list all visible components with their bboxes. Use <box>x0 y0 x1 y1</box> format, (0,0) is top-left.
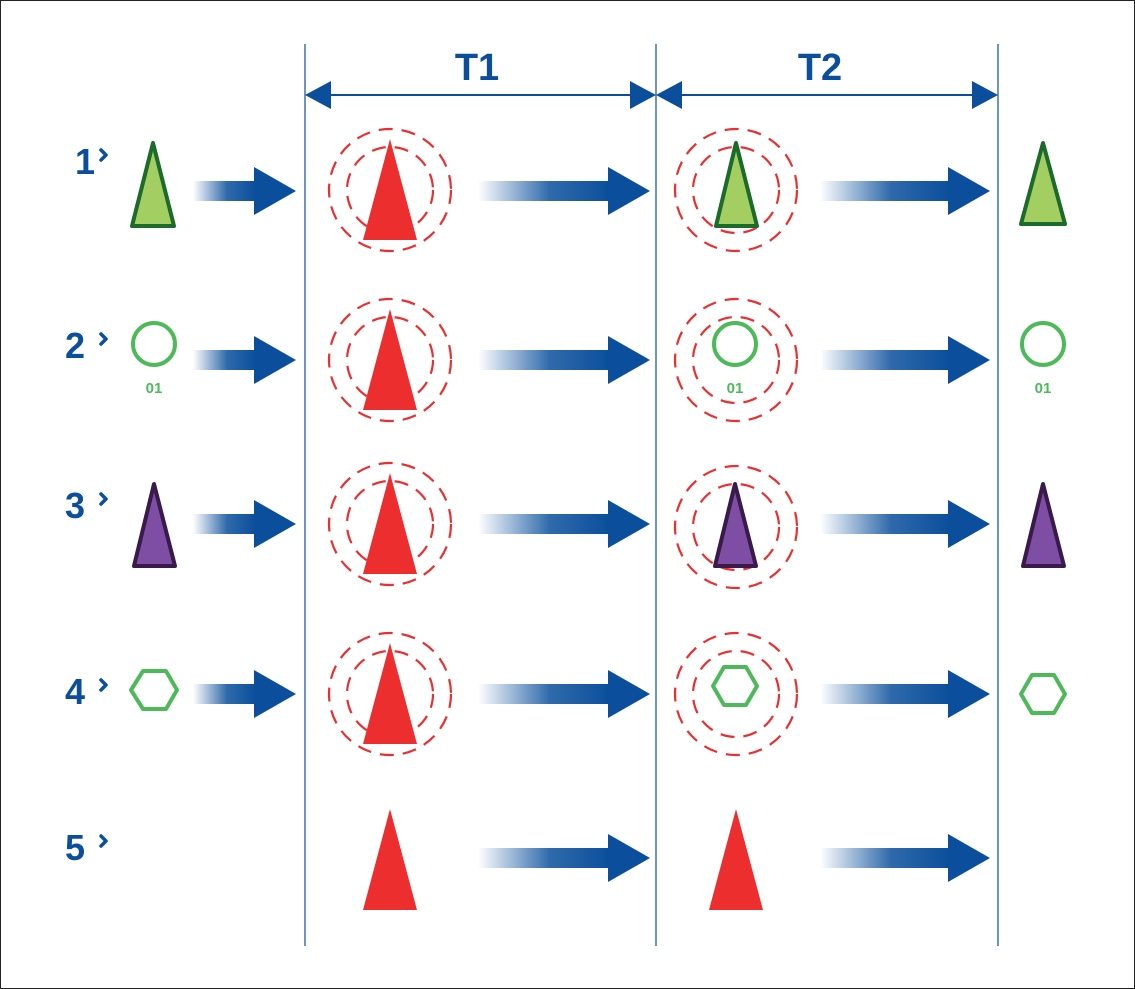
guard-zone-alarm-icon <box>673 631 799 757</box>
chevron-right-icon <box>99 492 108 506</box>
red-vessel-icon <box>363 309 417 410</box>
t2-right-arrowhead <box>972 81 998 109</box>
flow-arrow-icon <box>478 670 650 718</box>
flow-arrow-icon <box>820 167 990 215</box>
row-1 <box>130 127 1067 253</box>
red-vessel-icon <box>363 809 417 910</box>
target-id-label: 01 <box>727 380 744 397</box>
row-chevrons <box>99 148 108 848</box>
flow-arrow-icon <box>193 167 296 215</box>
guard-zone-alarm-icon: 01 <box>673 297 799 423</box>
t2-left-arrowhead <box>656 81 682 109</box>
flow-arrows <box>193 167 990 882</box>
period-t2-dimension: T2 <box>656 47 998 109</box>
flow-arrow-icon <box>820 670 990 718</box>
guard-zone-alarm-icon <box>673 464 799 590</box>
period-label-t2: T2 <box>798 47 842 89</box>
flow-arrow-icon <box>478 336 650 384</box>
flow-arrow-icon <box>193 336 296 384</box>
guard-zone-alarm-icon <box>327 297 453 423</box>
flow-arrow-icon <box>820 500 990 548</box>
guard-zone-alarm-icon <box>327 127 453 253</box>
target-id-label: 01 <box>146 380 163 397</box>
purple-triangle-target-icon <box>1021 482 1066 568</box>
period-label-t1: T1 <box>455 47 499 89</box>
chevron-right-icon <box>99 332 108 346</box>
chevron-right-icon <box>99 148 108 162</box>
row-number-1: 1 <box>75 141 95 182</box>
red-vessel-icon <box>363 473 417 574</box>
flow-arrow-icon <box>478 834 650 882</box>
flow-arrow-icon <box>193 670 296 718</box>
red-vessel-icon <box>363 643 417 744</box>
period-t1-dimension: T1 <box>305 47 656 109</box>
row-4 <box>129 631 1067 757</box>
guard-zone-alarm-icon <box>327 631 453 757</box>
t1-left-arrowhead <box>305 81 331 109</box>
row-number-2: 2 <box>65 325 85 366</box>
chevron-right-icon <box>99 834 108 848</box>
guard-zone-alarm-icon <box>327 461 453 587</box>
green-triangle-target-icon <box>1019 141 1067 226</box>
target-id-label: 01 <box>1035 380 1052 397</box>
purple-triangle-target-icon <box>132 482 177 568</box>
row-labels: 1 2 3 4 5 <box>65 141 95 868</box>
red-vessel-icon <box>709 809 763 910</box>
green-triangle-target-icon <box>130 141 176 228</box>
green-triangle-target-icon <box>714 141 759 228</box>
green-circle-target-icon <box>712 321 758 367</box>
flow-arrow-icon <box>820 336 990 384</box>
red-vessel-icon <box>363 139 417 240</box>
flow-arrow-icon <box>478 167 650 215</box>
flow-arrow-icon <box>478 500 650 548</box>
green-hexagon-target-icon <box>129 669 179 711</box>
row-5 <box>363 809 763 910</box>
row-3 <box>132 461 1066 590</box>
flow-arrow-icon <box>193 500 296 548</box>
green-circle-target-icon <box>1020 321 1066 367</box>
chevron-right-icon <box>99 678 108 692</box>
green-circle-target-icon <box>131 321 177 367</box>
green-hexagon-target-icon <box>711 665 759 707</box>
row-number-3: 3 <box>65 485 85 526</box>
flow-arrow-icon <box>820 834 990 882</box>
period-dividers <box>304 44 999 946</box>
row-2: 01 01 01 <box>131 297 1066 423</box>
t1-right-arrowhead <box>630 81 656 109</box>
row-number-5: 5 <box>65 827 85 868</box>
row-number-4: 4 <box>65 671 85 712</box>
green-hexagon-target-icon <box>1019 673 1067 715</box>
purple-triangle-target-icon <box>713 482 758 568</box>
guard-zone-alarm-icon <box>673 127 799 253</box>
